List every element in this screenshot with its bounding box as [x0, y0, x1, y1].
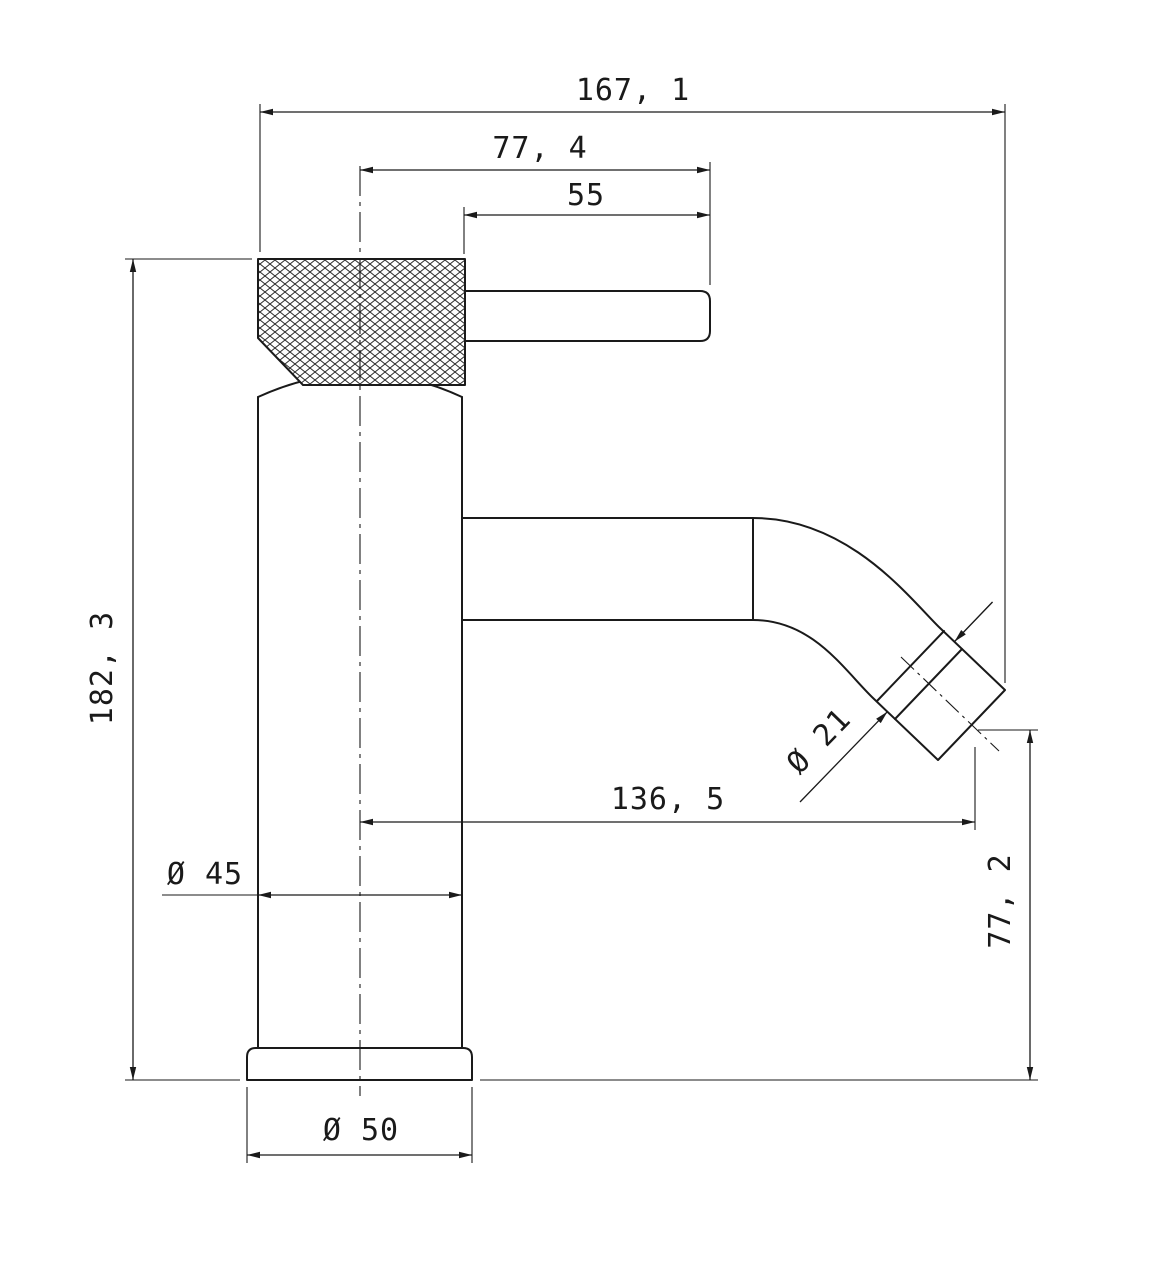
dim-label-outlet-height: 77, 2 — [983, 853, 1018, 948]
spout-tip-centerline — [900, 656, 1000, 752]
dim-label-body-diameter: Ø 45 — [167, 857, 243, 892]
centerlines — [359, 166, 1000, 1096]
knurled-handle — [257, 258, 466, 386]
dim-label-overall-width: 167, 1 — [576, 73, 690, 108]
dim-label-spout-reach: 136, 5 — [611, 782, 725, 817]
faucet-outline — [246, 258, 1006, 1081]
handle-lever — [464, 290, 711, 342]
dimension-lines — [129, 108, 1034, 1159]
base-flange — [246, 1047, 473, 1081]
dim-line-spout-diameter-lower — [799, 711, 888, 803]
dim-label-lever-length: 55 — [567, 178, 605, 213]
dim-label-overall-height: 182, 3 — [85, 611, 120, 725]
spout-outline — [461, 517, 1006, 761]
dim-label-handle-projection: 77, 4 — [492, 131, 587, 166]
dim-line-spout-diameter-upper — [954, 601, 993, 643]
dim-label-base-diameter: Ø 50 — [323, 1113, 399, 1148]
